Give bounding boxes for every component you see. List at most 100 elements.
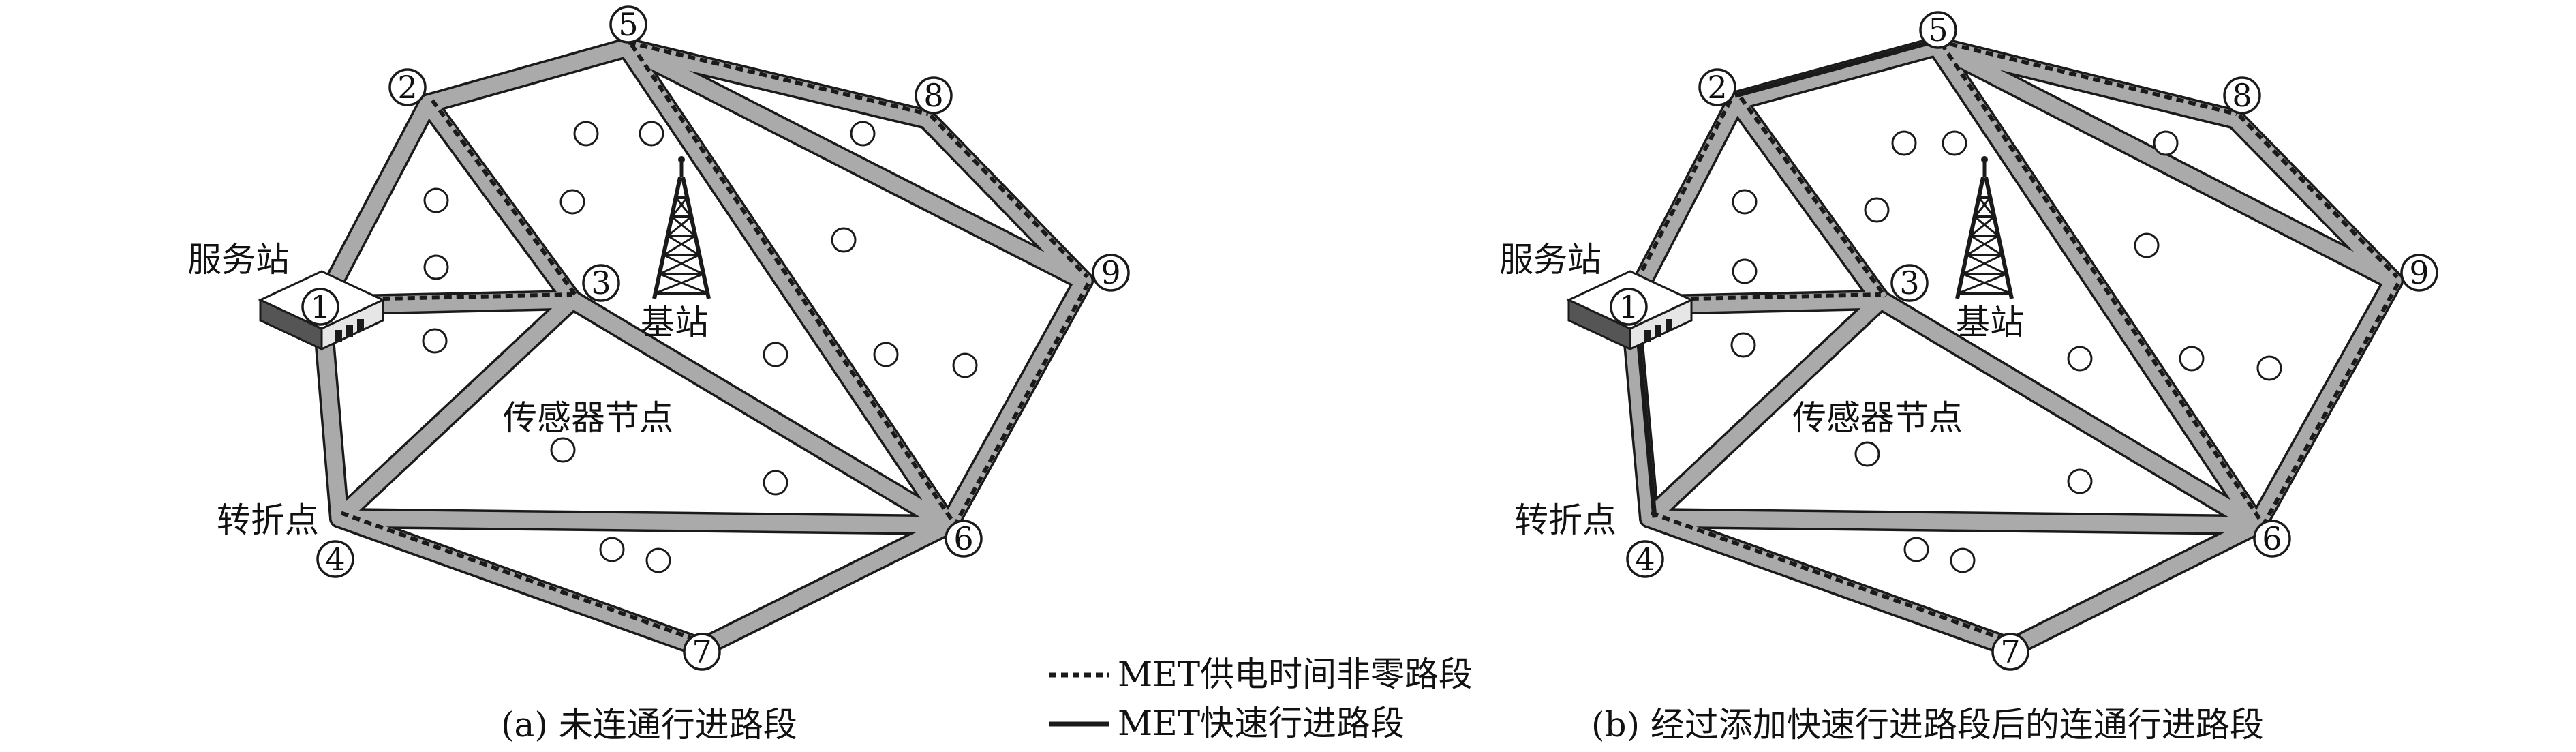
road-8-9 [919,111,1092,289]
node-circle [388,68,427,106]
road-2-5 [420,40,635,112]
turning-point-5: 5 [1919,11,1957,49]
sensor-node [423,187,449,213]
met-powered-path-5-8 [1937,39,2237,117]
sensor-node [1950,547,1976,573]
met-paths [321,40,1090,645]
turning-point-1: 1 [301,288,339,326]
met-powered-path-5-6 [1939,42,2264,524]
turning-point-4: 4 [316,540,354,578]
turning-point-7: 7 [1991,633,2029,671]
legend: MET供电时间非零路段 MET快速行进路段 [1049,655,1473,743]
road-7-4 [1641,510,2020,656]
turning-point-6: 6 [945,520,983,558]
road-3-4 [1641,292,1889,526]
sensor-node [1854,441,1880,467]
node-circle [1890,264,1929,302]
node-circle [316,540,354,578]
node-circle [609,5,647,44]
sensor-node [1891,130,1917,156]
turning-point-5: 5 [609,5,647,44]
base-station-label: 基站 [641,303,709,342]
road-5-8 [1929,38,2243,127]
sensor-node [550,437,576,463]
road-5-8 [619,40,935,127]
turning-point-4: 4 [1626,540,1664,578]
node-number: 7 [2000,633,2020,670]
met-powered-path-4-7 [340,511,705,645]
sensor-node [1732,189,1758,215]
road-2-5 [1728,38,1945,109]
sensor-node [1903,537,1929,562]
node-circle [582,264,620,302]
turning-point-label: 转折点 [217,500,319,540]
turning-point-8: 8 [915,76,953,115]
sensor-node [2179,346,2205,372]
sensor-node [645,547,671,573]
road-5-9 [619,40,1092,289]
service-station-label: 服务站 [1499,240,1601,280]
node-circle [1991,633,2029,671]
node-circle [1092,254,1130,292]
turning-point-9: 9 [2400,254,2438,292]
node-circle [2253,520,2291,558]
node-number: 3 [591,265,611,301]
sensor-node [763,470,788,496]
road-7-4 [331,510,710,656]
turning-point-8: 8 [2223,76,2261,115]
turning-point-9: 9 [1092,254,1130,292]
node-number: 8 [923,77,943,114]
road-9-6 [940,273,1092,533]
node-circle [1919,11,1957,49]
turning-point-3: 3 [1890,264,1929,302]
service-station-label: 服务站 [187,240,290,280]
road-1-2 [1622,93,1745,314]
turning-point-1: 1 [1610,288,1648,326]
node-number: 4 [325,541,345,577]
base-station-label: 基站 [1956,303,2024,342]
sensor-node [1864,197,1890,223]
road-8-9 [2227,111,2402,289]
sensor-node [763,342,788,367]
sensor-node [2256,355,2282,381]
sensor-node [831,227,857,253]
node-number: 2 [1707,69,1727,106]
road-4-6 [331,510,957,533]
caption-b: (b) 经过添加快速行进路段后的连通行进路段 [1591,705,2264,745]
turning-point-3: 3 [582,264,620,302]
sensor-node [952,352,978,378]
sensor-node [639,121,664,147]
sensor-node [599,537,625,562]
turning-point-2: 2 [1698,68,1736,106]
sensor-node [423,254,449,280]
turning-point-2: 2 [388,68,427,106]
sensor-node [573,121,599,147]
sensor-node [2067,346,2093,372]
road-5-9 [1929,38,2402,289]
road-4-6 [1641,510,2265,533]
sensor-node [1730,332,1756,358]
node-circle [1610,288,1648,326]
road-3-6 [1873,292,2265,533]
turning-points: 1 2 3 4 5 6 7 8 9 [1610,11,2438,671]
node-number: 6 [953,520,973,557]
road-5-6 [619,40,957,533]
road-3-6 [564,292,957,533]
sensor-node [1732,258,1758,284]
met-powered-path-5-8 [628,40,929,117]
node-number: 6 [2262,520,2282,557]
sensor-node [422,328,448,354]
base-station-icon [1957,156,2012,299]
node-circle [683,633,721,671]
node-number: 1 [1619,288,1638,325]
met-powered-path-5-6 [630,43,955,524]
sensor-node [1942,130,1967,156]
road-6-7 [2004,517,2265,656]
road-5-6 [1929,38,2265,533]
met-powered-path-1-2 [1623,97,1734,304]
road-1-2 [313,95,436,314]
node-circle [1698,68,1736,106]
